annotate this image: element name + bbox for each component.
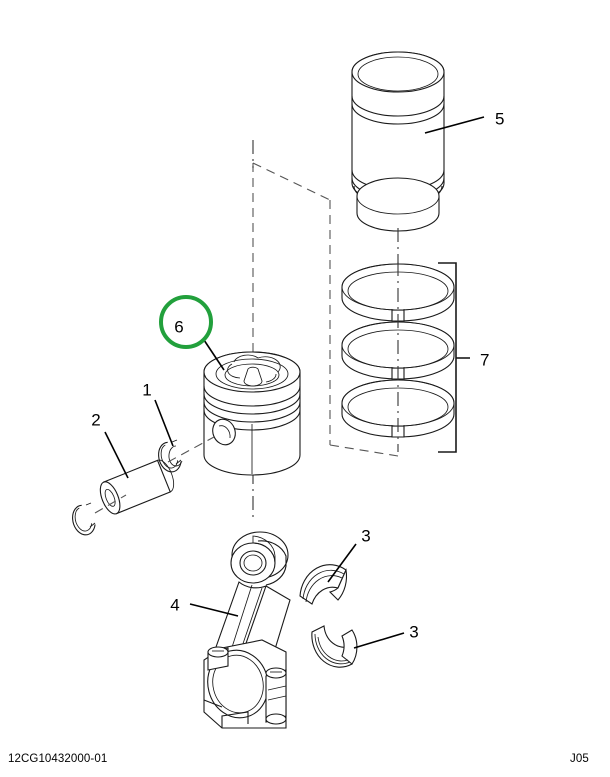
callout-label-5: 5 [495, 109, 504, 128]
callout-label-4: 4 [170, 595, 179, 614]
callout-label-3-upper: 3 [361, 526, 370, 545]
part-connecting-rod: 4 [170, 531, 291, 729]
part-piston [203, 339, 301, 476]
part-snap-ring-left [72, 502, 96, 536]
sheet-code: J05 [570, 753, 589, 765]
assembly-reference-lines [252, 140, 399, 520]
drawing-number: 12CG10432000-01 [8, 753, 108, 765]
part-bearing-shell-upper: 3 [299, 526, 371, 605]
callout-label-6: 6 [174, 317, 183, 336]
part-piston-ring-set: 7 [341, 262, 489, 453]
callout-label-3-lower: 3 [409, 622, 418, 641]
callout-label-7: 7 [480, 350, 489, 369]
part-piston-pin: 2 [91, 410, 175, 515]
part-snap-ring-right: 1 [142, 380, 183, 473]
pin-assembly-dashed-line [94, 436, 215, 514]
highlight-circle-callout-6 [159, 295, 213, 349]
callout-label-2: 2 [91, 410, 100, 429]
part-bearing-shell-lower: 3 [311, 622, 419, 668]
callout-label-1: 1 [142, 380, 151, 399]
part-cylinder-liner: 5 [351, 51, 504, 232]
